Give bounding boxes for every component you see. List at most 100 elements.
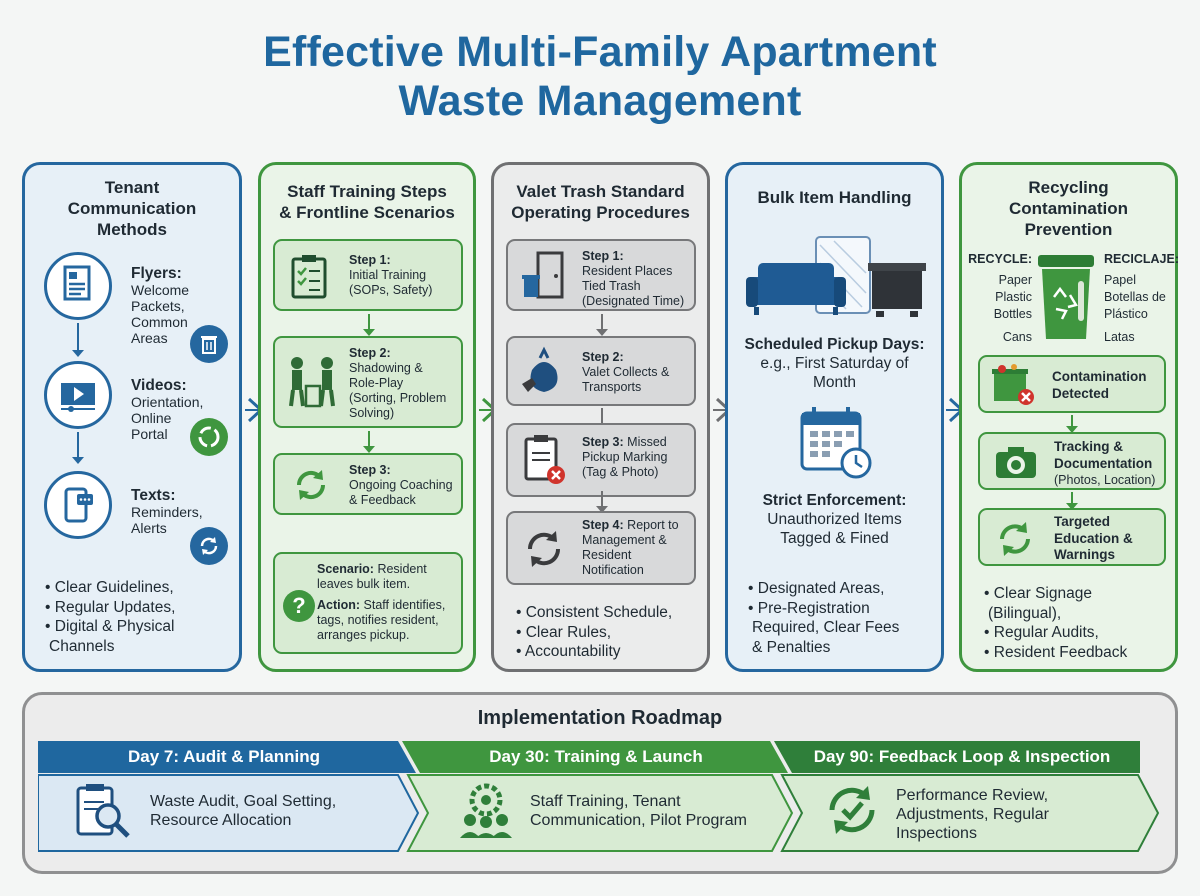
bullet-dot: • [748, 599, 754, 617]
recycling-heading-line: Recycling [1028, 178, 1109, 197]
texts-label: Texts: [131, 487, 176, 504]
step-label: Step 3: [582, 435, 624, 449]
valet-heading: Valet Trash Standard Operating Procedure… [500, 181, 701, 223]
staff-step-1: Step 1: Initial Training (SOPs, Safety) [273, 239, 463, 311]
bullet-text: Clear Guidelines, [54, 579, 174, 596]
valet-heading-line: Valet Trash Standard [516, 182, 685, 201]
tenant-heading-line: Communication [67, 199, 197, 218]
step-line: Tracking & [1054, 439, 1124, 454]
texts-text: Texts: Reminders, Alerts [131, 487, 203, 537]
step-line: Transports [582, 380, 642, 394]
step-line: Detected [1052, 385, 1110, 401]
valet-step-4: Step 4: Report to Management & Resident … [506, 511, 696, 585]
contamination-text: Contamination Detected [1052, 369, 1147, 402]
staff-bins-icon [289, 357, 335, 408]
bulk-heading: Bulk Item Handling [757, 188, 912, 207]
document-icon [44, 252, 112, 320]
phase-line: Staff Training, Tenant [530, 793, 681, 810]
trash-bag-hand-icon [522, 346, 558, 392]
sofa-icon [746, 263, 846, 315]
step-line: (Sorting, Problem [349, 391, 447, 405]
step-line: Resident Places [582, 264, 673, 278]
title-line-1: Effective Multi-Family Apartment [263, 28, 937, 76]
recycle-list: RECYCLE: Paper Plastic Bottles Cans [968, 251, 1032, 346]
flyers-line: Packets, [131, 298, 185, 314]
phase-line: Resource Allocation [150, 812, 292, 829]
phase-line: Inspections [896, 825, 977, 842]
videos-line: Orientation, [131, 394, 204, 410]
refresh-icon [527, 531, 561, 567]
step-label: Step 3: [349, 463, 391, 477]
recycle-item: Bottles [993, 307, 1032, 321]
enforcement-line: Unauthorized Items [767, 511, 902, 528]
recycling-heading: Recycling Contamination Prevention [968, 177, 1169, 240]
tenant-heading-line: Tenant [104, 178, 160, 197]
bullet-text: (Bilingual), [988, 604, 1062, 622]
phase-1-body-shape [38, 774, 420, 852]
step-line: Valet Collects & [582, 365, 670, 379]
contaminated-bin-icon [992, 364, 1034, 405]
reciclaje-list: RECICLAJE: Papel Botellas de Plástico La… [1104, 251, 1179, 346]
texts-line: Alerts [131, 520, 167, 536]
flow-arrow [72, 432, 84, 464]
step-line: (Designated Time) [582, 294, 685, 308]
videos-line: Portal [131, 426, 168, 442]
videos-line: Online [131, 410, 172, 426]
staff-step-1-text: Step 1: Initial Training (SOPs, Safety) [349, 253, 432, 298]
scenario-text: Scenario: Resident leaves bulk item. Act… [317, 562, 445, 643]
tenant-bullet: • Digital & Physical [45, 617, 175, 637]
tenant-bullet: • Clear Guidelines, [45, 578, 175, 598]
flow-arrow [596, 408, 608, 430]
calendar-clock-icon [800, 407, 872, 479]
staff-step-3: Step 3: Ongoing Coaching & Feedback [273, 453, 463, 515]
valet-step-2: Step 2: Valet Collects & Transports [506, 336, 696, 406]
phase-3-text: Performance Review, Adjustments, Regular… [896, 786, 1049, 843]
clipboard-x-icon [524, 435, 565, 484]
education-text: Targeted Education & Warnings [1054, 514, 1133, 564]
bullet-text: Resident Feedback [993, 643, 1128, 661]
bullet-text: Regular Updates, [54, 598, 176, 616]
recycling-bullet: (Bilingual), [984, 604, 1127, 624]
flyers-line: Welcome [131, 282, 190, 298]
bulk-bullet: • Pre-Registration [748, 599, 899, 619]
recycle-item: Cans [1002, 330, 1032, 344]
valet-step-3: Step 3: Missed Pickup Marking (Tag & Pho… [506, 423, 696, 497]
step-line: Ongoing Coaching [349, 478, 453, 492]
tenant-bullet: Channels [45, 637, 175, 657]
step-label: Step 1: [582, 249, 624, 263]
frontline-scenario: ? Scenario: Resident leaves bulk item. A… [273, 552, 463, 654]
phase-2-body-shape [406, 774, 794, 852]
phase-1-header-shape [38, 741, 416, 773]
action-line: Action: Staff identifies, [317, 598, 445, 613]
question-icon: ? [283, 590, 315, 622]
bulk-item-panel: Bulk Item Handling Scheduled Pickup Days… [725, 162, 944, 672]
bullet-text: Consistent Schedule, [525, 604, 673, 621]
step-label-rest: Report to [623, 518, 679, 532]
action-line: tags, notifies resident, [317, 613, 439, 627]
scenario-line: leaves bulk item. [317, 577, 411, 591]
dumpster-icon [868, 263, 926, 317]
cycle-arrows-icon [296, 470, 326, 500]
staff-heading: Staff Training Steps & Frontline Scenari… [267, 181, 467, 223]
bullet-dot: • [984, 624, 990, 641]
phase-2-text: Staff Training, Tenant Communication, Pi… [530, 792, 747, 830]
pickup-label: Scheduled Pickup Days: [744, 336, 925, 353]
step-line: Initial Training [349, 268, 427, 282]
action-label: Action: [317, 598, 361, 612]
flyers-line: Common [131, 314, 188, 330]
action-value: Staff identifies, [360, 598, 446, 612]
videos-label: Videos: [131, 377, 187, 394]
step-line: Role-Play [349, 376, 404, 390]
tenant-heading: Tenant Communication Methods [31, 177, 233, 240]
phase-3-header-shape [774, 741, 1140, 773]
check-cycle-icon [829, 786, 875, 834]
bulk-bullet: & Penalties [748, 638, 899, 658]
recycling-bullet: • Resident Feedback [984, 643, 1127, 663]
tenant-bullets: • Clear Guidelines, • Regular Updates, •… [45, 578, 175, 656]
recycle-item: Plastic [995, 290, 1032, 304]
video-play-icon [44, 361, 112, 429]
tracking-step: Tracking & Documentation (Photos, Locati… [978, 432, 1166, 490]
staff-training-panel: Staff Training Steps & Frontline Scenari… [258, 162, 476, 672]
step-line: & Feedback [349, 493, 416, 507]
valet-step-3-text: Step 3: Missed Pickup Marking (Tag & Pho… [582, 435, 667, 480]
